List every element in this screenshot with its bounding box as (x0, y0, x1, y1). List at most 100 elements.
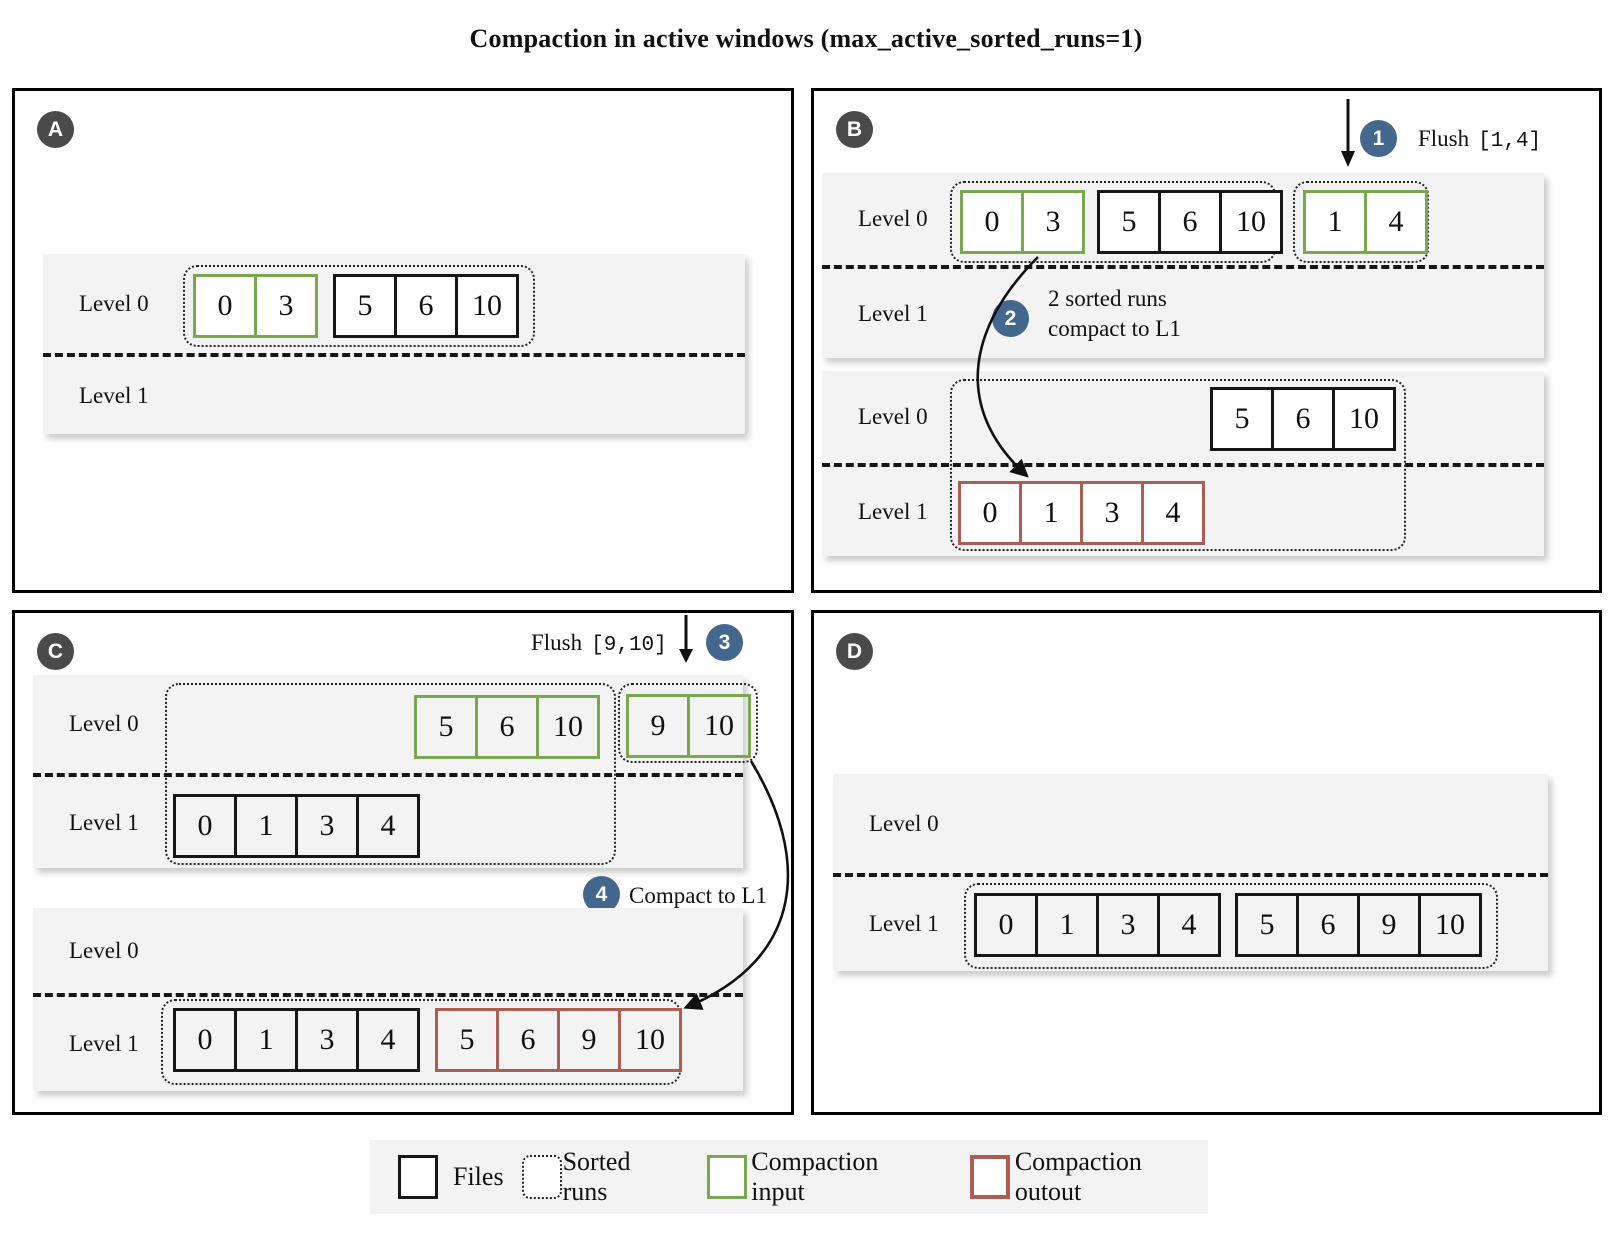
file-cell: 6 (1158, 193, 1219, 251)
flush-range: [9,10] (591, 634, 667, 657)
compact-caption: Compact to L1 (629, 883, 767, 908)
file-cell: 5 (357, 289, 373, 322)
file-box-compaction-output: 0 1 3 4 (958, 481, 1205, 545)
file-cell: 1 (1327, 205, 1343, 238)
file-box-compaction-input: 0 3 (193, 274, 318, 338)
file-cell: 10 (687, 697, 748, 755)
panel-d: D Level 0 Level 1 0 1 3 4 5 6 9 10 (811, 610, 1602, 1115)
legend-item-compaction-output: Compaction outout (969, 1147, 1208, 1207)
file-cell: 0 (197, 809, 213, 842)
panel-a-badge: A (37, 111, 74, 148)
file-cell: 10 (618, 1011, 679, 1069)
level-0-row: Level 0 (33, 675, 743, 773)
file-box-compaction-input: 1 4 (1303, 190, 1428, 254)
level-1-label: Level 1 (69, 809, 139, 835)
file-cell: 0 (998, 908, 1014, 941)
file-cell: 6 (475, 698, 536, 756)
file-box-compaction-input: 9 10 (626, 694, 751, 758)
level-1-label: Level 1 (69, 1031, 139, 1056)
file-cell: 3 (254, 277, 315, 335)
panel-c-badge: C (37, 633, 74, 670)
level-1-label: Level 1 (858, 300, 928, 326)
file-cell: 1 (234, 1011, 295, 1069)
level-0-row: Level 0 (43, 254, 745, 353)
legend-item-compaction-input: Compaction input (707, 1147, 932, 1207)
file-cell: 4 (356, 797, 417, 855)
level-0-label: Level 0 (79, 290, 149, 316)
panel-c: C Flush[9,10] 3 Level 0 Level 1 5 6 10 9 (12, 610, 794, 1115)
level-1-label: Level 1 (858, 498, 928, 524)
file-cell: 3 (1080, 484, 1141, 542)
file-cell: 5 (438, 710, 454, 743)
file-box: 5 6 10 (1210, 387, 1396, 451)
step-4-badge: 4 (583, 876, 620, 913)
file-cell: 6 (1296, 896, 1357, 954)
legend: Files Sorted runs Compaction input Compa… (370, 1140, 1208, 1214)
sorted-run-outline (1293, 181, 1429, 263)
panel-a: A Level 0 Level 1 0 3 5 6 10 (12, 88, 794, 593)
level-0-row: Level 0 (822, 173, 1544, 265)
file-cell: 3 (295, 797, 356, 855)
flush-caption: Flush [1,4] (1418, 124, 1541, 157)
file-cell: 9 (557, 1011, 618, 1069)
file-cell: 10 (1332, 390, 1393, 448)
file-cell: 5 (1234, 402, 1250, 435)
flush-caption: Flush[9,10] (531, 628, 667, 661)
sorted-run-outline (950, 379, 1406, 551)
file-box: 0 1 3 4 (974, 893, 1221, 957)
file-box-compaction-input: 5 6 10 (414, 695, 600, 759)
legend-label: Sorted runs (562, 1147, 631, 1206)
flush-range: [1,4] (1478, 130, 1542, 153)
step-3-badge: 3 (706, 624, 743, 661)
file-box: 5 6 10 (333, 274, 519, 338)
legend-item-sorted-runs: Sorted runs (521, 1147, 678, 1207)
level-1-row: Level 1 (822, 463, 1544, 556)
level-1-row: Level 1 (822, 265, 1544, 358)
file-cell: 4 (1141, 484, 1202, 542)
file-cell: 0 (217, 289, 233, 322)
file-cell: 0 (982, 496, 998, 529)
legend-label: Files (453, 1162, 504, 1191)
compaction-output-swatch-icon (969, 1155, 1010, 1199)
file-box-compaction-output: 5 6 9 10 (435, 1008, 682, 1072)
file-box: 0 1 3 4 (173, 794, 420, 858)
flush-down-arrow-icon (679, 615, 693, 663)
level-1-row: Level 1 (33, 993, 743, 1091)
file-cell: 0 (197, 1023, 213, 1056)
file-cell: 1 (1035, 896, 1096, 954)
flush-down-arrow-icon (1341, 99, 1355, 167)
lsm-band: Level 0 Level 1 (33, 675, 743, 868)
file-cell: 0 (984, 205, 1000, 238)
file-cell: 6 (1271, 390, 1332, 448)
files-swatch-icon (398, 1155, 438, 1199)
level-1-label: Level 1 (869, 911, 939, 936)
file-box: 5 6 10 (1097, 190, 1283, 254)
legend-label: Compaction outout (1014, 1147, 1142, 1206)
file-cell: 1 (234, 797, 295, 855)
file-cell: 3 (295, 1011, 356, 1069)
level-0-label: Level 0 (69, 711, 139, 736)
panel-d-badge: D (836, 633, 873, 670)
file-cell: 4 (1157, 896, 1218, 954)
level-0-row: Level 0 (833, 774, 1548, 873)
file-cell: 4 (356, 1011, 417, 1069)
step-2-badge: 2 (992, 300, 1029, 337)
file-cell: 9 (650, 709, 666, 742)
file-cell: 6 (394, 277, 455, 335)
step-1-badge: 1 (1360, 120, 1397, 157)
file-cell: 6 (496, 1011, 557, 1069)
level-0-label: Level 0 (869, 810, 939, 836)
level-0-row: Level 0 (822, 371, 1544, 463)
diagram-title: Compaction in active windows (max_active… (469, 24, 1143, 53)
file-cell: 10 (536, 698, 597, 756)
compaction-input-swatch-icon (707, 1155, 748, 1199)
file-cell: 4 (1364, 193, 1425, 251)
file-cell: 5 (1121, 205, 1137, 238)
flush-label: Flush (1418, 126, 1470, 151)
level-1-label: Level 1 (79, 382, 149, 408)
file-box: 0 1 3 4 (173, 1008, 420, 1072)
compact-caption-line1: 2 sorted runs (1048, 286, 1167, 311)
level-0-label: Level 0 (858, 206, 928, 231)
panel-b-badge: B (836, 111, 873, 148)
